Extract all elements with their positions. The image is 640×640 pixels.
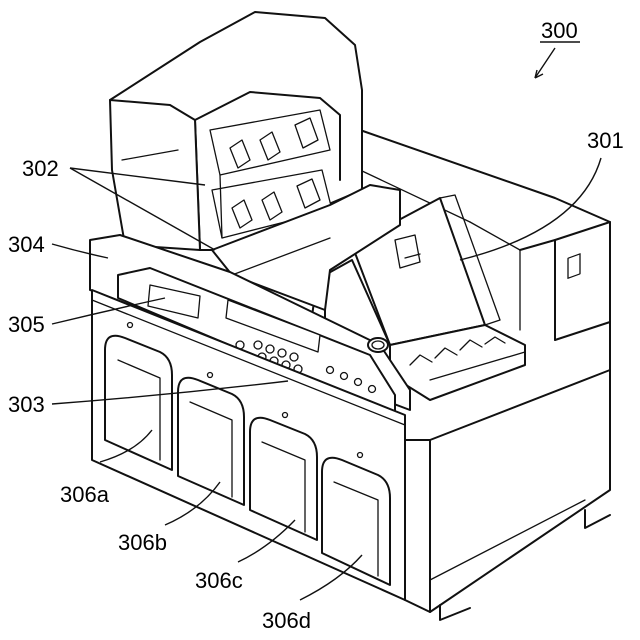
label-306c: 306c: [195, 568, 243, 593]
label-301: 301: [587, 128, 624, 153]
label-306a: 306a: [60, 482, 110, 507]
label-305: 305: [8, 312, 45, 337]
label-303: 303: [8, 392, 45, 417]
label-306b: 306b: [118, 530, 167, 555]
label-300: 300: [541, 18, 578, 43]
label-302: 302: [22, 156, 59, 181]
label-306d: 306d: [262, 608, 311, 633]
label-304: 304: [8, 232, 45, 257]
